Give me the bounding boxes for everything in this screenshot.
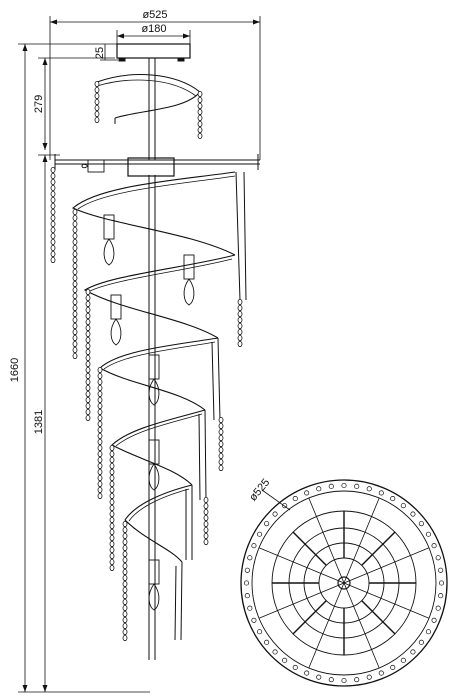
top-section-height-label: 279 [33,95,45,113]
candle-lamp [148,439,160,491]
candle-lamp [110,294,122,346]
candle-lamp [103,214,115,266]
plan-diameter-leader [261,489,291,511]
canopy-height-label: 25 [94,47,106,59]
dimension-arrowheads [22,19,260,692]
total-height-label: 1660 [9,358,21,382]
canopy-diameter-label: ø180 [141,23,166,35]
dimension-lines [18,16,261,693]
candle-lamp [148,559,160,611]
candle-lamp [81,159,105,173]
plan-diameter-label: ø525 [247,477,272,504]
plan-spokes [258,497,430,669]
crystal-chains [50,81,243,642]
body-height-label: 1381 [33,410,45,434]
canopy [116,43,191,59]
candle-lamp [148,354,160,406]
candle-lamp [183,254,195,306]
overall-diameter-label: ø525 [142,9,167,21]
spiral-chandelier-elevation-icon [54,43,260,660]
chandelier-plan-view-icon [240,479,448,687]
central-hub [127,157,175,177]
plan-bead-ring [243,482,445,684]
